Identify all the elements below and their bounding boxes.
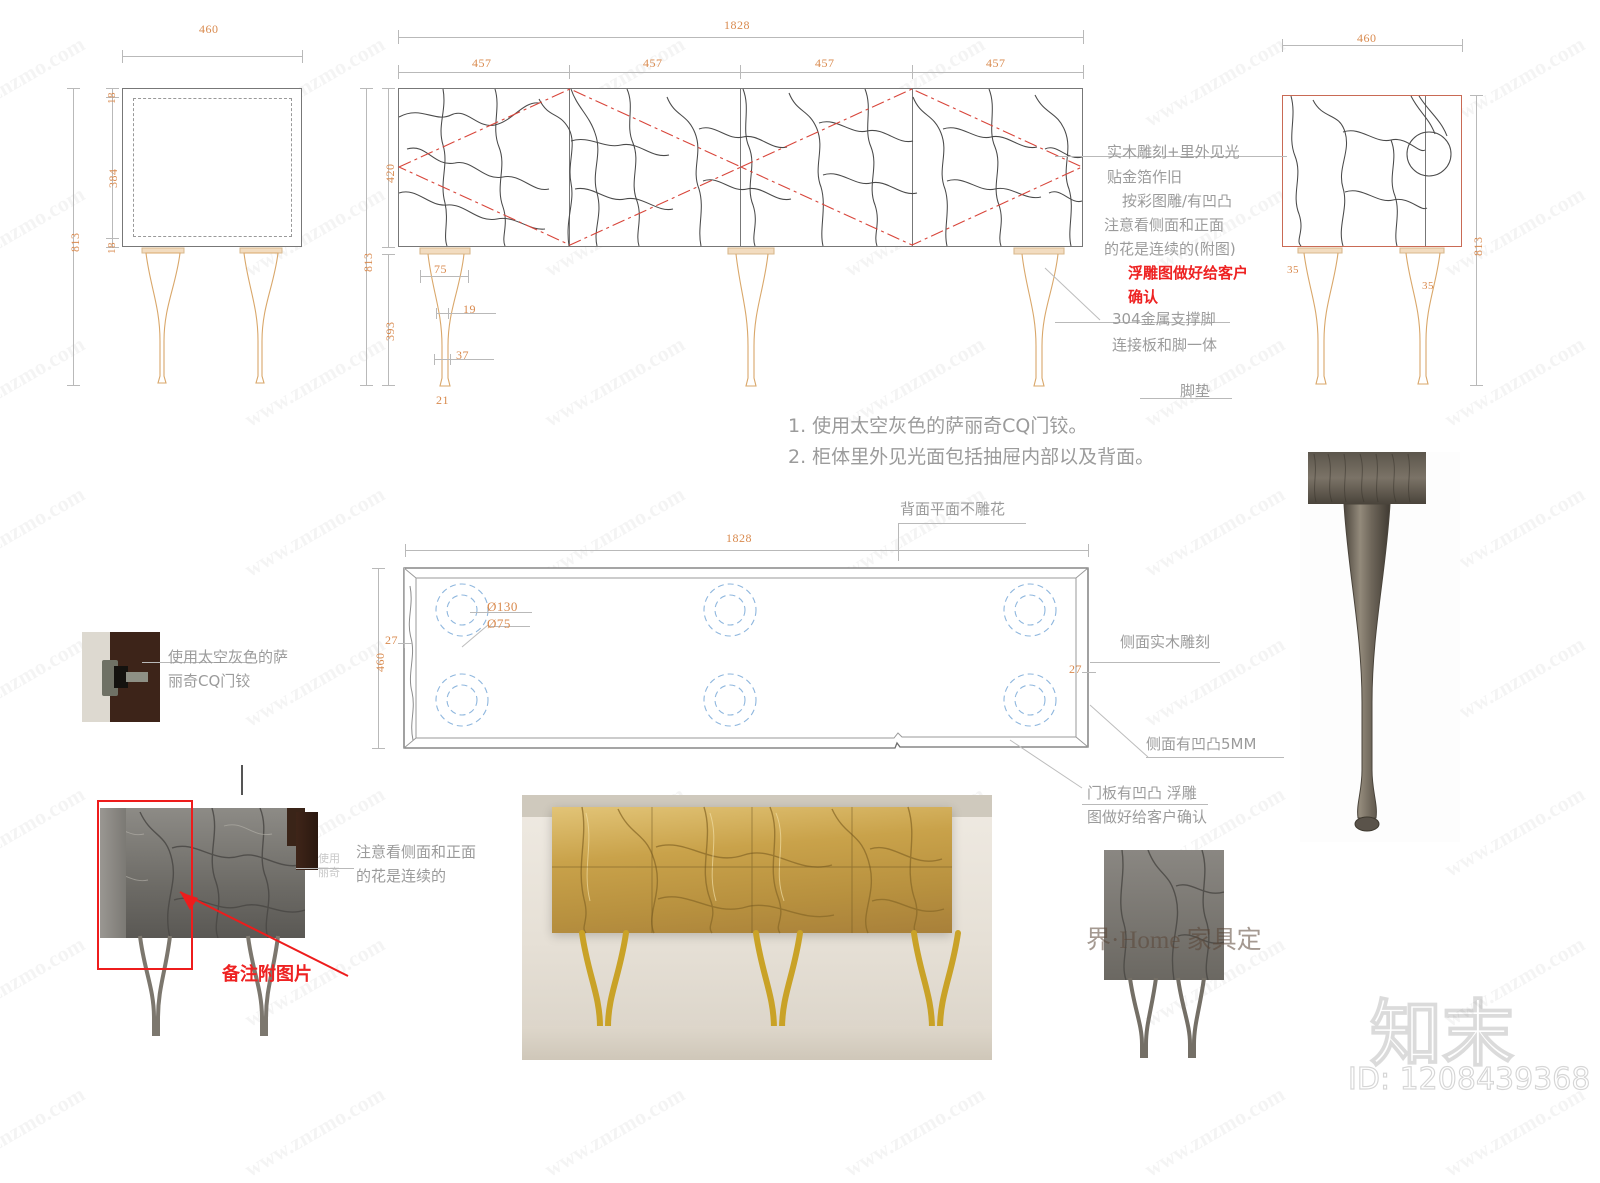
plan-side-relief-leader [1089, 704, 1149, 758]
metal-leg-photo [1300, 452, 1460, 842]
note-leg-plate: 连接板和脚一体 [1112, 336, 1218, 354]
note-side-solid-carving: 侧面实木雕刻 [1120, 633, 1211, 651]
watermark-text: www.znzmo.com [0, 331, 90, 432]
dim-side-left-top-panel: 18 [106, 92, 118, 104]
watermark-text: www.znzmo.com [240, 1081, 390, 1182]
dim-plan-depth: 460 [373, 652, 387, 673]
watermark-text: www.znzmo.com [0, 1081, 90, 1182]
general-note-1: 1. 使用太空灰色的萨丽奇CQ门铰。 [788, 415, 1088, 437]
dim-leg-top-width: 75 [434, 262, 447, 276]
hole-inner-leader [461, 624, 489, 648]
drawing-canvas: www.znzmo.com www.znzmo.com www.znzmo.com w… [0, 18, 1591, 1182]
dim-front-leg-height: 393 [383, 321, 397, 342]
note-carve-line-2: 贴金箔作旧 [1107, 168, 1183, 186]
watermark-text: www.znzmo.com [1440, 481, 1590, 582]
dim-front-door-4: 457 [986, 56, 1006, 70]
dim-front-body-height: 420 [383, 163, 397, 184]
watermark-text: www.znzmo.com [240, 631, 390, 732]
dim-plan-offset-right: 27 [1069, 662, 1082, 676]
attachment-arrow [179, 891, 349, 977]
carved-sideboard-sample-photo [100, 808, 305, 938]
dim-leg-foot-width: 21 [436, 393, 449, 407]
dim-leg-mid-width: 19 [463, 302, 476, 316]
gold-sideboard-render [522, 795, 992, 1060]
note-hinge-ghost-2: 丽奇CQ门铰 [318, 866, 340, 879]
plan-leg-mount-holes [435, 583, 1057, 727]
dim-side-left-width: 460 [199, 22, 219, 36]
note-continuity-line-2: 的花是连续的 [356, 867, 447, 885]
door-relief-leader [1009, 739, 1083, 789]
side-panel-photo-legs [1128, 977, 1206, 1058]
dim-side-left-total-height: 813 [68, 232, 82, 253]
highlight-red-box [97, 800, 193, 970]
dim-plan-offset-left: 27 [385, 633, 398, 647]
brand-text: 界·Home 家具定 [1086, 927, 1262, 954]
dim-side-right-width: 460 [1357, 31, 1377, 45]
note-attachment: 备注附图片 [222, 964, 312, 985]
note-continuity-line-1: 注意看侧面和正面 [356, 843, 477, 861]
note-metal-leg: 304金属支撑脚 [1112, 310, 1216, 328]
note-hinge-ghost-1: 使用太空灰色的萨 [318, 852, 340, 865]
watermark-text: www.znzmo.com [0, 481, 90, 582]
side-right-carving-pattern [1290, 95, 1452, 247]
note-carve-line-3: 按彩图雕/有凹凸 [1122, 192, 1233, 210]
note-side-relief-5mm: 侧面有凹凸5MM [1146, 735, 1257, 753]
watermark-text: www.znzmo.com [1140, 1081, 1290, 1182]
dim-front-total-height: 813 [361, 252, 375, 273]
sample-photo-legs [138, 935, 280, 1036]
side-right-legs [1297, 247, 1445, 385]
site-logo-watermark: 知末 [1369, 991, 1515, 1077]
watermark-text: www.znzmo.com [1140, 31, 1290, 132]
dim-side-right-leg-inset-right: 35 [1422, 280, 1434, 292]
drawing-id-watermark: ID: 1208439368 [1347, 1061, 1591, 1097]
dim-plan-total-width: 1828 [726, 531, 752, 545]
dim-leg-lower-width: 37 [456, 348, 469, 362]
dim-front-door-3: 457 [815, 56, 835, 70]
dim-side-left-bottom-panel: 18 [106, 242, 118, 254]
side-right-cabinet-body [1282, 95, 1462, 247]
dim-front-door-2: 457 [643, 56, 663, 70]
note-hinge-line-2: 丽奇CQ门铰 [168, 672, 251, 690]
dim-hole-outer: Ø130 [487, 599, 518, 614]
note-carve-line-4: 注意看侧面和正面 [1104, 216, 1225, 234]
front-legs [419, 247, 1065, 387]
side-left-cabinet-body [122, 88, 302, 247]
note-door-relief-line-2: 图做好给客户确认 [1087, 808, 1208, 826]
dim-front-total-width: 1828 [724, 18, 750, 32]
note-carve-line-5: 的花是连续的(附图) [1104, 240, 1236, 258]
dim-front-door-1: 457 [472, 56, 492, 70]
note-hinge-line-1: 使用太空灰色的萨 [168, 648, 289, 666]
note-relief-confirm-line-2: 确认 [1128, 288, 1159, 306]
note-back-no-carving: 背面平面不雕花 [900, 500, 1006, 518]
watermark-text: www.znzmo.com [0, 781, 90, 882]
watermark-text: www.znzmo.com [540, 1081, 690, 1182]
general-note-2: 2. 柜体里外见光面包括抽屉内部以及背面。 [788, 446, 1155, 468]
watermark-text: www.znzmo.com [240, 481, 390, 582]
watermark-text: www.znzmo.com [1140, 481, 1290, 582]
plan-outline [403, 567, 1089, 749]
dim-hole-inner: Ø75 [487, 616, 511, 631]
dim-side-right-total-height: 813 [1471, 236, 1485, 257]
note-relief-confirm-line-1: 浮雕图做好给客户 [1128, 264, 1249, 282]
watermark-text: www.znzmo.com [1440, 631, 1590, 732]
note-carve-line-1: 实木雕刻+里外见光 [1107, 143, 1240, 161]
note-door-relief-line-1: 门板有凹凸 浮雕 [1087, 784, 1197, 802]
dim-side-left-body: 384 [106, 168, 120, 189]
dim-side-right-leg-inset-left: 35 [1287, 264, 1299, 276]
side-left-inner-dashed [133, 98, 292, 237]
watermark-text: www.znzmo.com [1440, 781, 1590, 882]
watermark-text: www.znzmo.com [0, 31, 90, 132]
watermark-text: www.znzmo.com [0, 931, 90, 1032]
watermark-text: www.znzmo.com [840, 1081, 990, 1182]
note-foot-pad: 脚垫 [1180, 382, 1211, 400]
side-left-legs [141, 247, 283, 384]
watermark-text: www.znzmo.com [0, 631, 90, 732]
leg-leader-line [1044, 267, 1101, 321]
front-carving-pattern [397, 88, 1084, 247]
